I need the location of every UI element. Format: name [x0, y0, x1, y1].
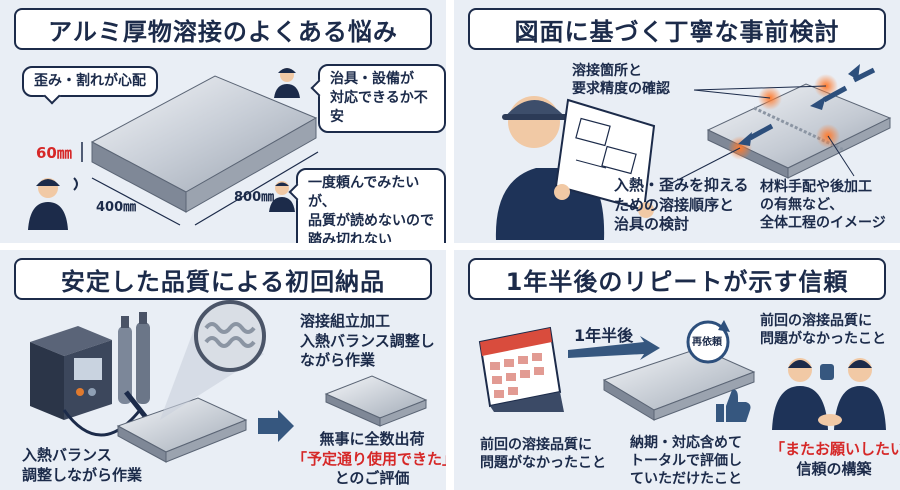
label-line: 問題がなかったこと [480, 455, 606, 472]
label-material-process: 材料手配や後加工 の有無など、 全体工程のイメージ [760, 178, 886, 233]
label-assembly: 溶接組立加工 入熱バランス調整し ながら作業 [300, 312, 435, 371]
label-line: 全体工程のイメージ [760, 215, 886, 232]
label-line: 前回の溶接品質に [760, 313, 872, 329]
concern-bubble-distortion: 歪み・割れが心配 [22, 66, 158, 97]
label-trust-building: 信頼の構築 [796, 459, 872, 478]
manager-icon [269, 181, 295, 212]
bubble-line: 対応できるか不安 [330, 89, 428, 125]
bubble-line: 治具・設備が [330, 71, 414, 87]
label-after-period: 1年半後 [574, 326, 634, 345]
label-heat-balance: 入熱バランス 調整しながら作業 [22, 446, 142, 485]
label-ship: 無事に全数出荷 [319, 430, 425, 448]
label-quote: 「予定通り使用できた」 [292, 449, 446, 468]
label-line: の有無など、 [760, 197, 844, 214]
dimension-width: 400㎜ [96, 200, 137, 215]
label-line: 納期・対応含めて [630, 435, 742, 451]
label-shipment: 無事に全数出荷 「予定通り使用できた」 とのご評価 [292, 430, 446, 489]
label-trust: 「またお願いしたい」 信頼の構築 [770, 440, 900, 479]
panel-title: 1年半後のリピートが示す信頼 [468, 258, 886, 300]
aluminium-plate-illustration [81, 75, 319, 226]
label-line: 溶接組立加工 [300, 312, 391, 330]
label-line: トータルで評価し [630, 453, 742, 470]
label-line: 入熱バランス調整し [300, 331, 435, 350]
label-eval: とのご評価 [334, 469, 410, 487]
panel-title: アルミ厚物溶接のよくある悩み [14, 8, 432, 50]
label-previous-quality-top: 前回の溶接品質に 問題がなかったこと [760, 312, 886, 348]
label-line: 治具の検討 [614, 215, 690, 233]
repeat-order-illustration [568, 320, 886, 430]
label-line: 要求精度の確認 [572, 81, 670, 98]
welding-machine-illustration [30, 300, 428, 463]
label-line: 材料手配や後加工 [760, 179, 872, 195]
label-line: 溶接箇所と [572, 63, 642, 79]
label-line: ながら作業 [300, 351, 376, 369]
label-previous-quality-bottom: 前回の溶接品質に 問題がなかったこと [480, 436, 606, 472]
bubble-line: 一度頼んでみたいが、 [308, 175, 420, 210]
dimension-length: 800㎜ [234, 190, 275, 205]
panel-title: 図面に基づく丁寧な事前検討 [468, 8, 886, 50]
bubble-line: 踏み切れない [308, 231, 392, 243]
label-line: 前回の溶接品質に [480, 437, 592, 453]
label-line: 調整しながら作業 [22, 465, 143, 484]
worker-icon [274, 68, 300, 98]
label-line: ための溶接順序と [614, 195, 735, 214]
label-weld-sequence: 入熱・歪みを抑える ための溶接順序と 治具の検討 [614, 176, 749, 235]
label-check-points: 溶接箇所と 要求精度の確認 [572, 62, 670, 98]
label-line: ていただけたこと [630, 471, 742, 488]
label-line: 入熱バランス [22, 446, 112, 464]
label-line: 問題がなかったこと [760, 331, 886, 348]
worried-worker-icon [28, 177, 78, 230]
label-quote: 「またお願いしたい」 [770, 440, 900, 458]
dimension-thickness: 60㎜ [36, 144, 72, 162]
label-delivery-evaluation: 納期・対応含めて トータルで評価し ていただけたこと [630, 434, 742, 489]
concern-bubble-jig: 治具・設備が 対応できるか不安 [318, 64, 446, 133]
panel-prior-study: 図面に基づく丁寧な事前検討 [454, 0, 900, 243]
plate-with-weld-points-illustration [665, 64, 892, 187]
panel-first-delivery: 安定した品質による初回納品 [0, 250, 446, 490]
label-reorder: 再依頼 [692, 337, 722, 348]
concern-bubble-quality: 一度頼んでみたいが、 品質が読めないので 踏み切れない [296, 168, 446, 243]
panel-welding-concerns: アルミ厚物溶接のよくある悩み 歪み・割れが心配 治具・設備が 対応できるか不安 … [0, 0, 446, 243]
engineer-with-drawing-illustration [495, 96, 656, 240]
panel-title: 安定した品質による初回納品 [14, 258, 432, 300]
bubble-line: 品質が読めないので [308, 212, 434, 229]
label-line: 入熱・歪みを抑える [614, 176, 749, 194]
panel-repeat-trust: 1年半後のリピートが示す信頼 [454, 250, 900, 490]
calendar-icon [478, 326, 564, 412]
